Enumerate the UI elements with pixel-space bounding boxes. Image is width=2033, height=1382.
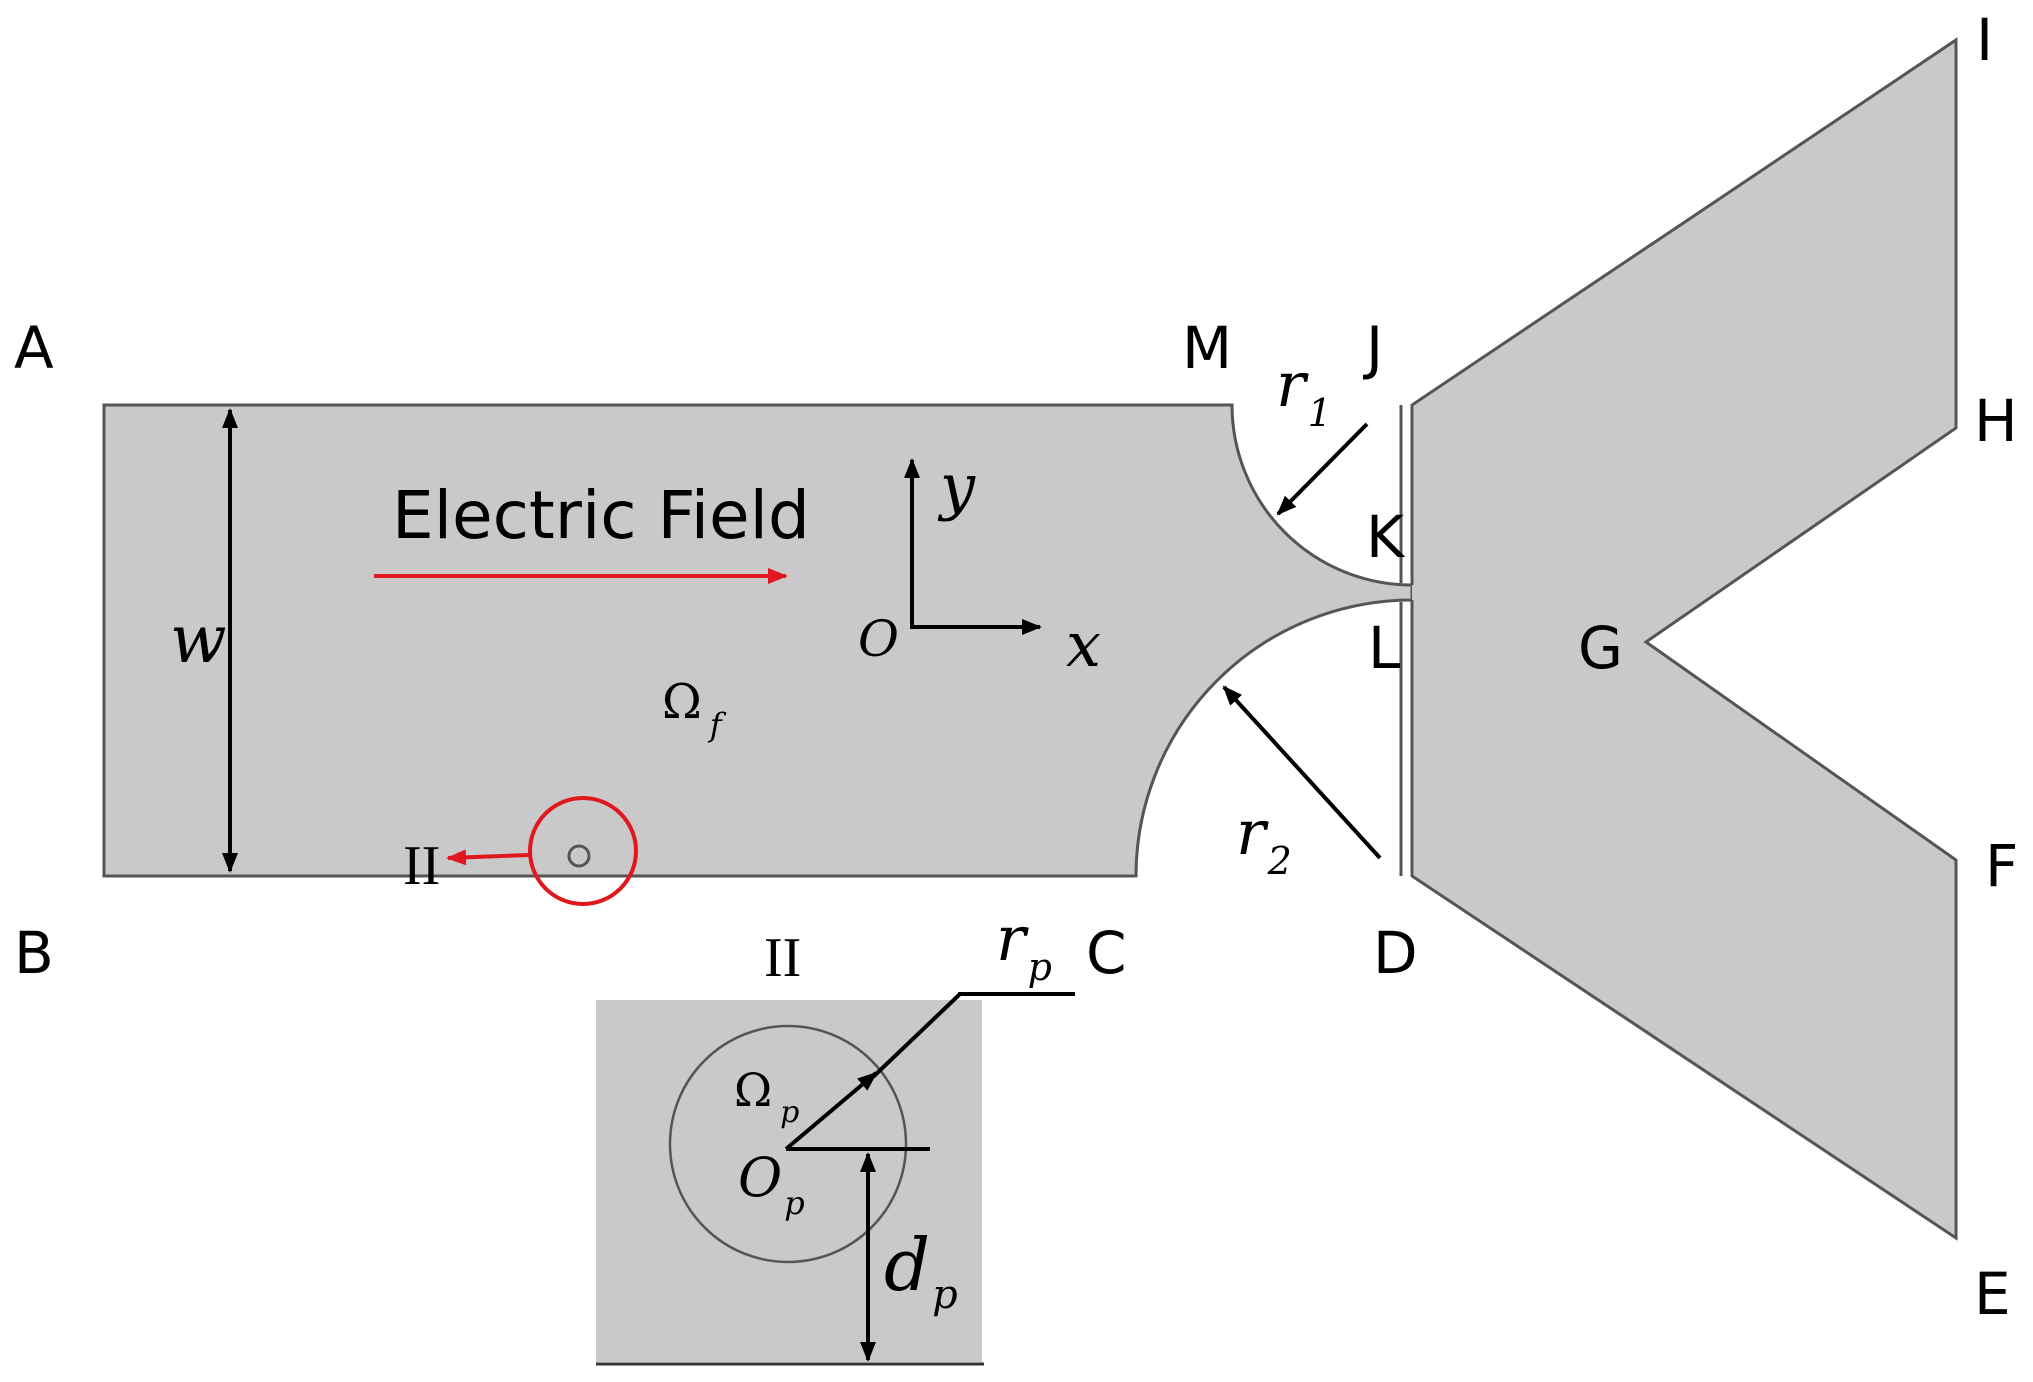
inset-zoom-region xyxy=(596,1000,982,1362)
inset-particle-circle xyxy=(668,1024,908,1264)
corner-label-f: F xyxy=(1985,832,2018,900)
y-axis-label: y xyxy=(937,450,976,523)
separator-wall-lower xyxy=(1404,602,1409,878)
outlet-branch-region xyxy=(1410,37,1958,1241)
zoom-tag-label: II xyxy=(403,835,440,897)
particle-marker xyxy=(567,844,591,868)
rp-symbol: rp xyxy=(996,902,1052,989)
r2-symbol: r2 xyxy=(1236,796,1292,883)
electric-field-label: Electric Field xyxy=(392,477,810,554)
corner-label-m: M xyxy=(1182,314,1232,382)
zoom-pointer-arrow xyxy=(446,849,531,866)
corner-label-d: D xyxy=(1373,919,1418,987)
r2-radius-arrow xyxy=(1222,685,1382,860)
r1-symbol: r1 xyxy=(1276,348,1332,435)
corner-label-k: K xyxy=(1366,503,1406,571)
corner-label-g: G xyxy=(1578,614,1623,682)
rp-leader-line xyxy=(871,992,962,1079)
inset-title: II xyxy=(764,927,801,989)
particle-center-symbol: Op xyxy=(738,1146,805,1222)
corner-label-b: B xyxy=(14,919,54,987)
x-axis-label: x xyxy=(1066,608,1101,681)
dp-symbol: dp xyxy=(884,1223,958,1318)
corner-label-h: H xyxy=(1974,387,2018,455)
corner-label-j: J xyxy=(1363,314,1383,382)
corner-label-i: I xyxy=(1976,6,1993,74)
separator-wall xyxy=(1404,403,1409,583)
origin-label: O xyxy=(858,610,899,668)
zoom-highlight-circle xyxy=(528,796,638,906)
rp-radius-arrow xyxy=(784,1071,878,1151)
corner-label-l: L xyxy=(1368,614,1400,682)
corner-label-e: E xyxy=(1974,1260,2011,1328)
r1-radius-arrow xyxy=(1276,422,1369,516)
width-symbol: w xyxy=(170,601,227,678)
corner-label-a: A xyxy=(14,314,54,382)
corner-label-c: C xyxy=(1086,919,1127,987)
fluid-channel-region xyxy=(102,403,1414,878)
